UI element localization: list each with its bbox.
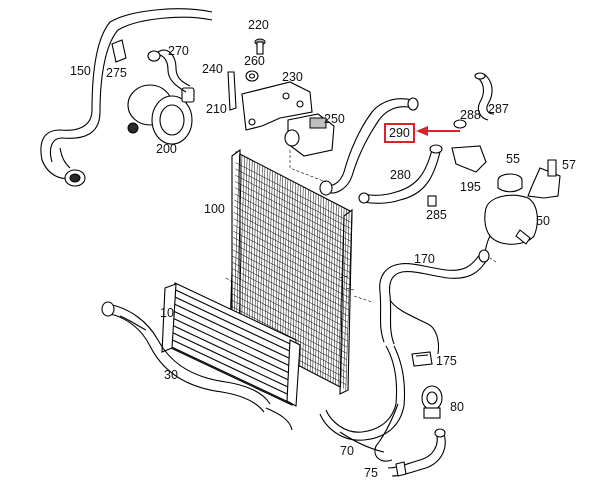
part-label: 30 — [164, 368, 178, 382]
leader-lines — [225, 150, 497, 303]
clip-288 — [453, 119, 467, 129]
hose-170 — [379, 249, 490, 355]
part-label: 55 — [506, 152, 520, 166]
part-label: 288 — [460, 108, 481, 122]
valve-80 — [421, 385, 443, 419]
hose-287 — [474, 72, 495, 121]
hose-70 — [319, 345, 406, 462]
highlight-arrow — [416, 126, 460, 136]
part-label: 10 — [160, 306, 174, 320]
part-label: 75 — [364, 466, 378, 480]
bolt-240 — [227, 71, 237, 111]
hose-30 — [101, 301, 293, 431]
bolt-220 — [254, 38, 266, 55]
hose-270 — [147, 49, 191, 93]
part-label: 280 — [390, 168, 411, 182]
clip-275 — [111, 39, 127, 63]
part-label-highlighted: 290 — [384, 123, 415, 143]
bracket-230 — [241, 81, 313, 131]
part-label: 50 — [536, 214, 550, 228]
bracket-57 — [527, 159, 561, 199]
expansion-tank-50 — [484, 194, 538, 263]
part-label: 275 — [106, 66, 127, 80]
part-label: 260 — [244, 54, 265, 68]
part-label: 200 — [156, 142, 177, 156]
valve-250 — [284, 113, 335, 157]
part-label: 230 — [282, 70, 303, 84]
part-label: 100 — [204, 202, 225, 216]
part-label: 250 — [324, 112, 345, 126]
part-label: 195 — [460, 180, 481, 194]
part-label: 240 — [202, 62, 223, 76]
part-label: 270 — [168, 44, 189, 58]
charge-air-cooler-part — [161, 282, 301, 407]
washer-260 — [245, 70, 259, 82]
part-label: 220 — [248, 18, 269, 32]
part-label: 57 — [562, 158, 576, 172]
hose-280 — [358, 144, 443, 204]
water-pump-200 — [127, 84, 195, 145]
hose-290 — [319, 97, 419, 196]
clip-75 — [395, 461, 407, 477]
bracket-195 — [451, 145, 487, 173]
part-label: 210 — [206, 102, 227, 116]
part-label: 70 — [340, 444, 354, 458]
part-label: 150 — [70, 64, 91, 78]
part-label: 287 — [488, 102, 509, 116]
clip-285 — [427, 195, 437, 207]
part-label: 80 — [450, 400, 464, 414]
part-label: 285 — [426, 208, 447, 222]
cap-55 — [497, 173, 523, 193]
part-label: 175 — [436, 354, 457, 368]
clip-175 — [411, 351, 433, 367]
hose-150 — [40, 8, 213, 187]
hose-10 — [119, 315, 147, 331]
part-label: 170 — [414, 252, 435, 266]
